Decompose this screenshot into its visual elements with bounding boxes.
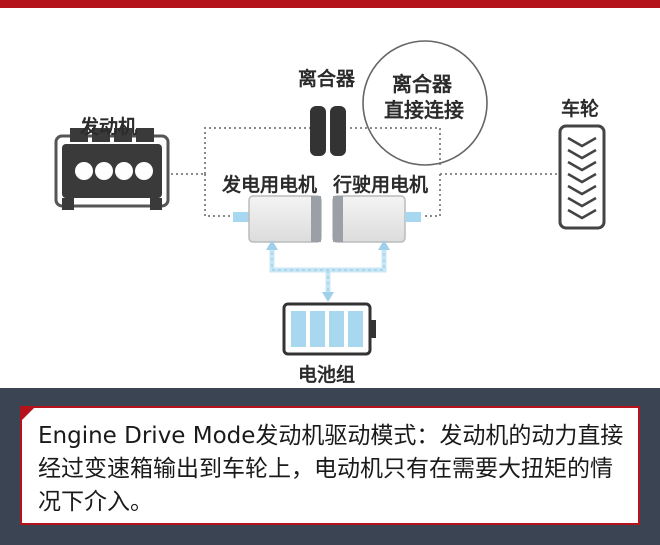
caption-text: Engine Drive Mode发动机驱动模式：发动机的动力直接经过变速箱输出… bbox=[38, 423, 624, 515]
battery-label: 电池组 bbox=[298, 364, 356, 386]
clutch-direct-label-line2: 直接连接 bbox=[384, 98, 464, 122]
drive-motor-icon bbox=[332, 195, 421, 243]
powertrain-diagram: 发动机 离合器 离合器 直接连接 车轮 发电用电机 行驶用电机 电池组 bbox=[0, 8, 660, 388]
engine-label: 发动机 bbox=[80, 116, 138, 138]
caption-area: Engine Drive Mode发动机驱动模式：发动机的动力直接经过变速箱输出… bbox=[0, 388, 660, 545]
engine-icon bbox=[54, 128, 170, 210]
drive-motor-label: 行驶用电机 bbox=[333, 174, 429, 196]
generator-motor-icon bbox=[233, 195, 322, 243]
caption-box: Engine Drive Mode发动机驱动模式：发动机的动力直接经过变速箱输出… bbox=[20, 406, 640, 525]
wheel-icon bbox=[558, 124, 606, 230]
top-accent-bar bbox=[0, 0, 660, 8]
power-path-lines bbox=[166, 127, 560, 217]
generator-label: 发电用电机 bbox=[222, 174, 318, 196]
clutch-direct-highlight bbox=[362, 40, 488, 166]
wheel-label: 车轮 bbox=[561, 98, 600, 120]
clutch-direct-label-line1: 离合器 bbox=[392, 72, 452, 96]
clutch-icon bbox=[310, 106, 346, 156]
clutch-label: 离合器 bbox=[298, 68, 356, 90]
caption-corner-accent bbox=[20, 406, 36, 422]
battery-icon bbox=[282, 302, 376, 356]
